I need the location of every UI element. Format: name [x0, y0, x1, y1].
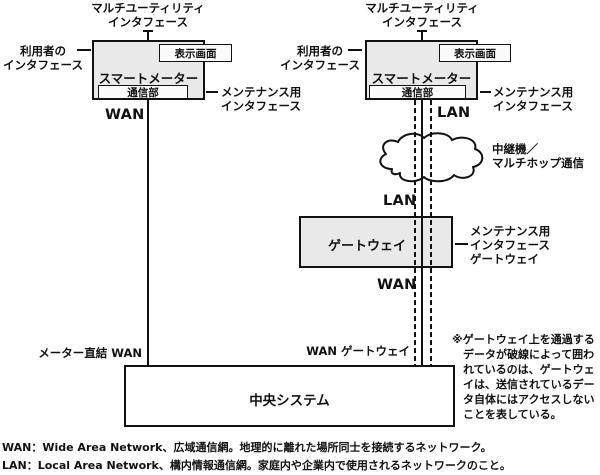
display-screen-label-left: 表示画面: [174, 47, 217, 60]
gateway-title: ゲートウェイ: [327, 239, 406, 254]
dash-maintenance-right: [480, 91, 491, 93]
label-wan-gateway: WAN ゲートウェイ: [306, 344, 410, 358]
label-maintenance-gateway: メンテナンス用 インタフェース ゲートウェイ: [470, 224, 551, 266]
label-lan-meter: LAN: [437, 105, 471, 121]
label-maintenance-left: メンテナンス用 インタフェース: [221, 85, 302, 113]
comm-unit-box-right: 通信部: [369, 85, 466, 99]
dash-user-right: [348, 49, 362, 51]
display-screen-box-left: 表示画面: [159, 44, 232, 62]
footnote-wan: WAN：Wide Area Network、広域通信網。地理的に離れた場所同士を…: [2, 441, 492, 454]
label-wan-below-gateway: WAN: [377, 277, 417, 293]
footnote-lan: LAN：Local Area Network、構内情報通信網。家庭内や企業内で使…: [2, 459, 511, 472]
dash-maintenance-left: [206, 91, 218, 93]
dash-maintenance-gateway: [455, 243, 468, 245]
label-multi-utility-right: マルチユーティリティ インタフェース: [365, 1, 479, 29]
central-system-box: 中央システム: [124, 365, 455, 427]
label-multi-utility-left: マルチユーティリティ インタフェース: [91, 1, 205, 29]
display-screen-box-right: 表示画面: [439, 44, 511, 62]
dashed-data-line-left: [414, 100, 416, 365]
gateway-note: ※ゲートウェイ上を通過する データが破線によって囲わ れているのは、ゲートウェ …: [452, 333, 595, 421]
comm-unit-label-right: 通信部: [401, 86, 434, 99]
comm-unit-label-left: 通信部: [127, 86, 159, 99]
display-screen-label-right: 表示画面: [454, 47, 496, 60]
label-meter-direct-wan: メーター直結 WAN: [38, 346, 142, 360]
central-system-title: 中央システム: [249, 393, 330, 409]
comm-unit-box-left: 通信部: [98, 85, 188, 99]
gateway-path-line: [421, 100, 423, 365]
label-wan-left: WAN: [105, 107, 145, 123]
connector-line-right: [421, 31, 423, 40]
dashed-data-line-right: [430, 100, 432, 365]
label-maintenance-right: メンテナンス用 インタフェース: [493, 85, 574, 113]
label-lan-gateway: LAN: [383, 193, 417, 209]
connector-line-left: [147, 31, 149, 40]
wan-line-left: [147, 100, 149, 365]
label-relay-multihop: 中継機／ マルチホップ通信: [492, 142, 584, 170]
smart-meter-title-right: スマートメーター: [371, 71, 472, 86]
gateway-box: ゲートウェイ: [299, 216, 453, 268]
dash-user-left: [77, 49, 91, 51]
label-user-interface-right: 利用者の インタフェース: [280, 44, 360, 72]
smart-meter-title-left: スマートメーター: [98, 71, 199, 86]
label-user-interface-left: 利用者の インタフェース: [3, 44, 83, 72]
